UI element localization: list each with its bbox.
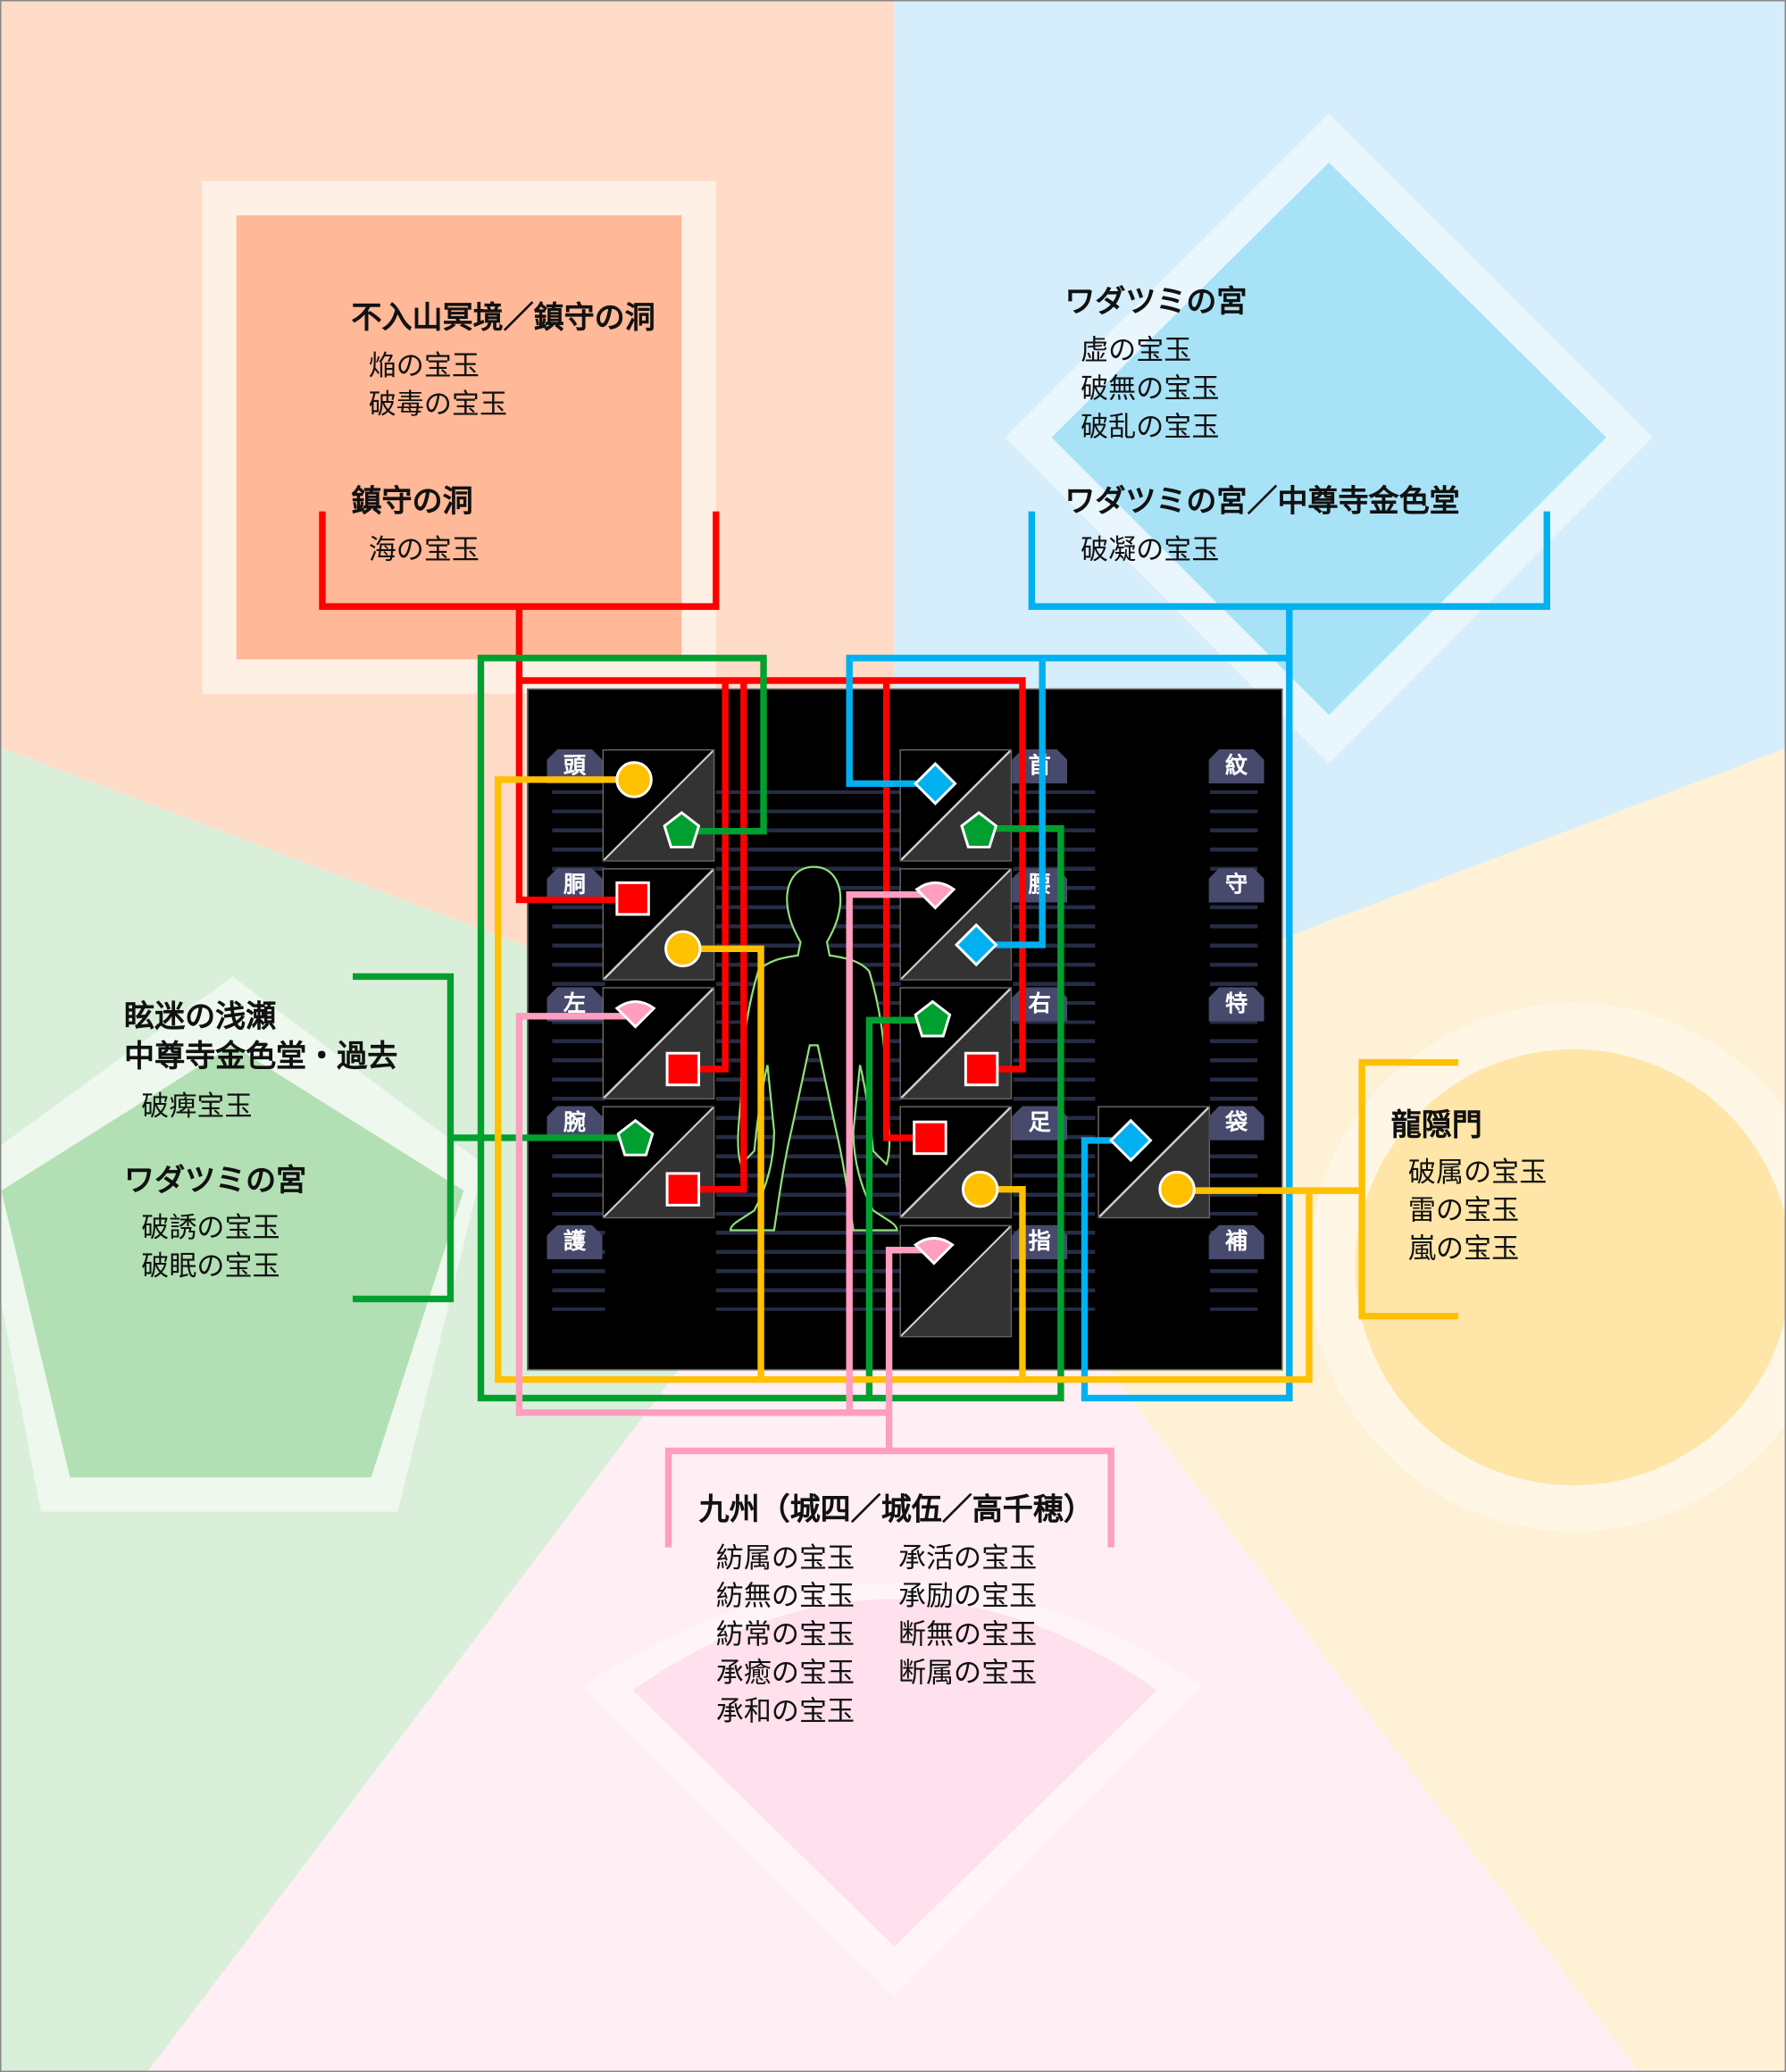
gem-item: 虚の宝玉 bbox=[1081, 334, 1192, 366]
gem-item: 破毒の宝玉 bbox=[368, 388, 508, 421]
gem-item: 破痺宝玉 bbox=[141, 1090, 253, 1123]
circle-gem-icon bbox=[664, 930, 702, 968]
diamond-deco bbox=[1051, 162, 1607, 715]
gem-item: 海の宝玉 bbox=[368, 533, 480, 566]
gem-item: 破眠の宝玉 bbox=[141, 1249, 280, 1282]
gem-item: 紡常の宝玉 bbox=[715, 1618, 855, 1651]
gem-item: 破誘の宝玉 bbox=[141, 1211, 280, 1244]
gem-item: 嵐の宝玉 bbox=[1407, 1232, 1520, 1265]
square-deco bbox=[236, 215, 682, 660]
circle-gem-icon bbox=[615, 761, 653, 798]
gem-item: 紡属の宝玉 bbox=[715, 1541, 855, 1575]
gem-item: 破凝の宝玉 bbox=[1081, 533, 1220, 566]
slot-label: 守 bbox=[1208, 868, 1264, 903]
blue-group-title: ワダツミの宮／中尊寺金色堂 bbox=[1064, 485, 1460, 520]
circle-deco bbox=[1355, 1049, 1785, 1485]
region-pink bbox=[148, 1084, 1638, 2071]
diamond-gem-icon bbox=[914, 762, 957, 806]
gem-item: 破乱の宝玉 bbox=[1081, 411, 1220, 443]
gem-item: 雷の宝玉 bbox=[1407, 1194, 1520, 1227]
blue-group-title: ワダツミの宮 bbox=[1064, 285, 1248, 321]
pentagon-gem-icon bbox=[616, 1119, 655, 1157]
fan-gem-icon bbox=[915, 881, 956, 909]
gem-item: 承癒の宝玉 bbox=[715, 1657, 855, 1689]
pink-group-title: 九州（城四／城伍／高千穂） bbox=[698, 1492, 1094, 1528]
gem-item: 断無の宝玉 bbox=[897, 1618, 1038, 1651]
circle-gem-icon bbox=[961, 1170, 999, 1208]
fan-gem-icon bbox=[914, 1236, 955, 1265]
green-group-title: 眩迷の浅瀬 bbox=[124, 1000, 277, 1035]
slot-neck[interactable] bbox=[899, 748, 1013, 862]
blue-lines bbox=[846, 511, 1550, 1402]
square-gem-icon bbox=[615, 881, 650, 916]
square-gem-icon bbox=[913, 1120, 947, 1156]
red-group-title: 不入山冥境／鎮守の洞 bbox=[351, 301, 655, 336]
diamond-gem-icon bbox=[955, 923, 997, 966]
pink-lines bbox=[515, 890, 1114, 1548]
square-gem-icon bbox=[665, 1051, 701, 1087]
yellow-group-title: 龍隠門 bbox=[1390, 1108, 1482, 1143]
slot-label: 護 bbox=[547, 1224, 603, 1260]
pentagon-deco bbox=[1, 1045, 464, 1478]
fan-gem-icon bbox=[615, 1000, 655, 1029]
diamond-gem-icon bbox=[1109, 1119, 1152, 1162]
gem-item: 破属の宝玉 bbox=[1407, 1156, 1548, 1189]
red-lines bbox=[319, 511, 1026, 1193]
slot-label: 袋 bbox=[1208, 1106, 1264, 1140]
pentagon-gem-icon bbox=[663, 811, 701, 848]
pentagon-gem-icon bbox=[914, 1000, 952, 1038]
slot-label: 紋 bbox=[1208, 748, 1264, 784]
green-group-title: ワダツミの宮 bbox=[124, 1164, 307, 1199]
gem-item: 焔の宝玉 bbox=[368, 350, 480, 382]
slot-label: 特 bbox=[1208, 987, 1264, 1022]
square-gem-icon bbox=[964, 1051, 999, 1087]
green-lines bbox=[352, 655, 1064, 1402]
gem-item: 破無の宝玉 bbox=[1081, 372, 1220, 405]
gem-item: 承活の宝玉 bbox=[897, 1541, 1038, 1575]
red-group-title: 鎮守の洞 bbox=[351, 485, 473, 520]
pentagon-gem-icon bbox=[960, 811, 997, 848]
gem-item: 承励の宝玉 bbox=[897, 1580, 1038, 1613]
green-group-title: 中尊寺金色堂・過去 bbox=[124, 1040, 398, 1074]
gem-item: 紡無の宝玉 bbox=[715, 1580, 855, 1613]
gem-item: 断属の宝玉 bbox=[897, 1657, 1038, 1689]
fan-deco bbox=[632, 1599, 1157, 1947]
gem-item: 承和の宝玉 bbox=[715, 1695, 855, 1727]
square-gem-icon bbox=[665, 1172, 701, 1207]
yellow-lines bbox=[494, 776, 1459, 1383]
circle-gem-icon bbox=[1158, 1170, 1196, 1208]
slot-label: 補 bbox=[1208, 1224, 1264, 1260]
slot-label: 足 bbox=[1012, 1106, 1068, 1140]
